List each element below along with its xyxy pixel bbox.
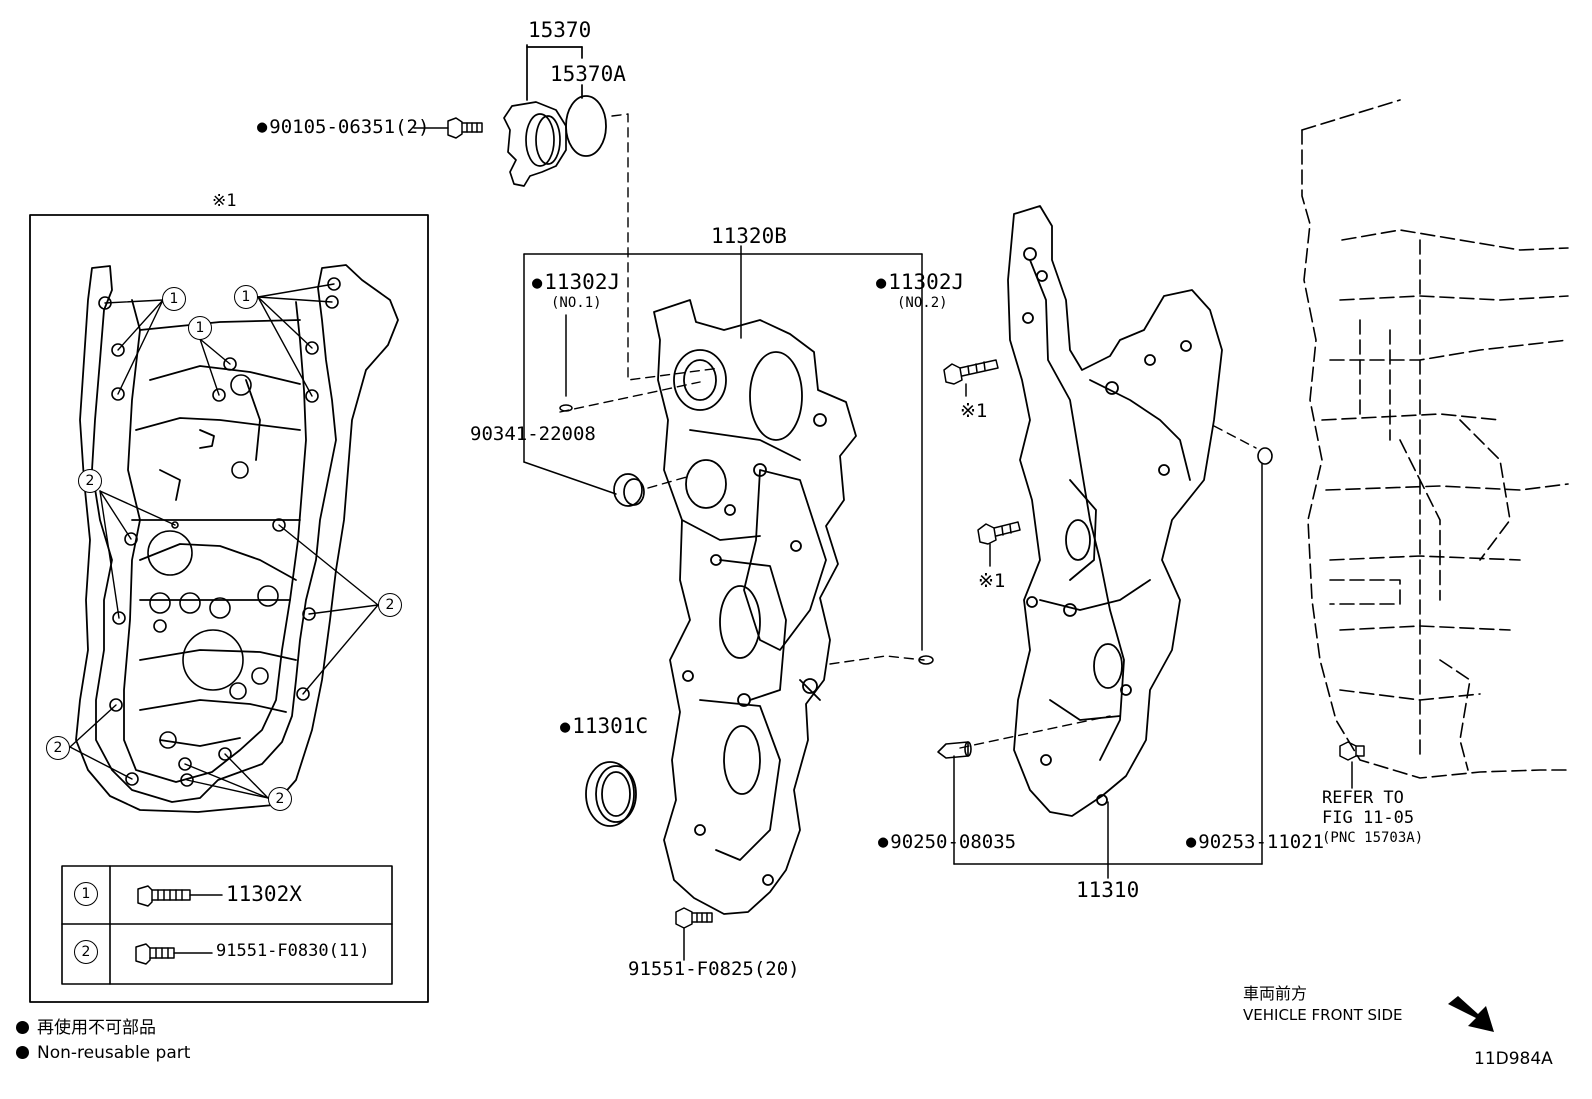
callout-1-b: 1 xyxy=(188,316,212,340)
oil-seal-11301C xyxy=(585,761,637,827)
callout-1-c: 1 xyxy=(234,285,258,309)
part-number: 90105-06351(2) xyxy=(269,116,430,138)
table-part-91551-F0830: 91551-F0830(11) xyxy=(216,941,370,961)
legend-bullet xyxy=(16,1021,29,1034)
inset-title: ※1 xyxy=(212,191,237,211)
inset-frame xyxy=(29,214,429,1003)
legend-en: Non-reusable part xyxy=(16,1045,190,1062)
plug-90341 xyxy=(613,473,645,507)
callout-1-a: 1 xyxy=(162,287,186,311)
label-91551-F0825: 91551-F0825(20) xyxy=(628,958,800,980)
table-key-1: 1 xyxy=(74,882,98,906)
inset-table-bolts xyxy=(135,885,223,965)
inset-leader-lines xyxy=(69,283,379,799)
part-number: 11302J xyxy=(888,270,965,294)
label-15370: 15370 xyxy=(528,18,592,42)
pin-90253 xyxy=(1257,447,1273,465)
label-90341-22008: 90341-22008 xyxy=(470,423,596,445)
seal-15370-drawing xyxy=(503,44,607,187)
bolt-91551-F0825 xyxy=(675,907,713,961)
refer-line-2: FIG 11-05 xyxy=(1322,808,1415,828)
bolt-note1-b xyxy=(977,521,1021,567)
legend-jp: 再使用不可部品 xyxy=(16,1020,156,1037)
direction-en: VEHICLE FRONT SIDE xyxy=(1243,1006,1403,1024)
refer-line-1: REFER TO xyxy=(1322,788,1404,808)
inset-gasket-drawing xyxy=(75,264,399,813)
figure-id: 11D984A xyxy=(1474,1049,1553,1069)
note-label-a: ※1 xyxy=(960,400,988,422)
part-number: 90253-11021 xyxy=(1198,831,1325,853)
label-11302J-no1-sub: (NO.1) xyxy=(551,295,602,311)
label-11301C: 11301C xyxy=(560,716,648,737)
label-90105-06351: 90105-06351(2) xyxy=(257,118,429,137)
bolt-15703A xyxy=(1339,741,1365,789)
timing-cover-11310-drawing xyxy=(1007,205,1223,817)
callout-2-c: 2 xyxy=(46,736,70,760)
table-key-2: 2 xyxy=(74,940,98,964)
part-number: 11301C xyxy=(572,714,649,738)
pins-11302J xyxy=(559,404,934,665)
label-90253-11021: 90253-11021 xyxy=(1186,833,1324,852)
label-11320B: 11320B xyxy=(711,224,787,248)
legend-en-text: Non-reusable part xyxy=(37,1043,191,1063)
direction-jp: 車両前方 xyxy=(1243,984,1308,1003)
dowel-90250 xyxy=(937,741,972,759)
legend-bullet xyxy=(16,1046,29,1059)
legend-jp-text: 再使用不可部品 xyxy=(37,1018,156,1038)
table-part-11302X: 11302X xyxy=(226,882,302,906)
front-cover-11320B-drawing xyxy=(653,299,857,915)
label-11302J-no2-sub: (NO.2) xyxy=(897,295,948,311)
dashed-leaders xyxy=(559,113,1257,749)
front-direction-arrow xyxy=(1448,996,1494,1032)
callout-2-b: 2 xyxy=(378,593,402,617)
label-11310: 11310 xyxy=(1076,878,1140,902)
label-11302J-no2: 11302J xyxy=(876,272,964,293)
refer-line-3: (PNC 15703A) xyxy=(1322,830,1424,846)
label-15370A: 15370A xyxy=(550,62,626,86)
engine-block-drawing xyxy=(1301,99,1569,779)
inset-table xyxy=(61,865,393,985)
bracket-11310 xyxy=(953,463,1263,879)
label-11302J-no1: 11302J xyxy=(532,272,620,293)
inset-holes xyxy=(98,277,341,787)
callout-2-d: 2 xyxy=(268,787,292,811)
part-number: 11302J xyxy=(544,270,621,294)
bolt-90105-drawing xyxy=(413,117,483,139)
callout-2-a: 2 xyxy=(78,469,102,493)
note-label-b: ※1 xyxy=(978,570,1006,592)
bracket-11320B xyxy=(523,245,923,651)
label-90250-08035: 90250-08035 xyxy=(878,833,1016,852)
bolt-note1-a xyxy=(943,359,999,397)
part-number: 90250-08035 xyxy=(890,831,1017,853)
